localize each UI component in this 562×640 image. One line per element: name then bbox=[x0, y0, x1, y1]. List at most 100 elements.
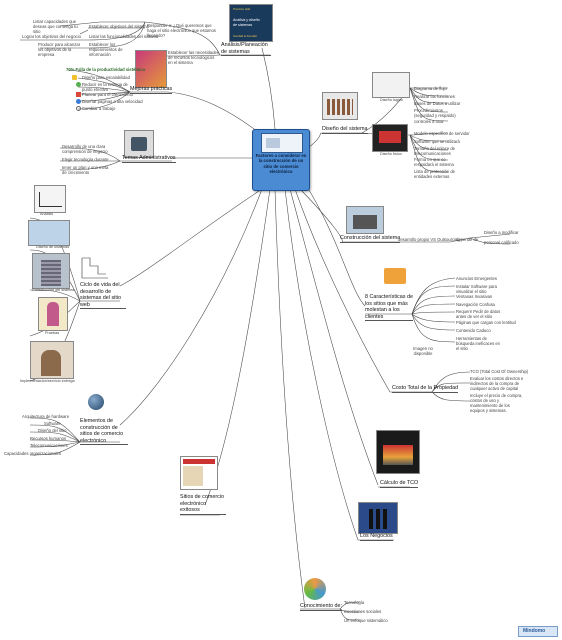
qualified-staff[interactable]: personal calificado bbox=[484, 240, 519, 245]
building-shape bbox=[41, 260, 61, 286]
invasive-windows[interactable]: Ventanas Invasivas bbox=[456, 294, 493, 299]
physical-design-image bbox=[372, 124, 408, 152]
software-used[interactable]: Software que se utilizará bbox=[414, 139, 460, 144]
company-objectives[interactable]: Producir para alcanzar los objetivos de … bbox=[38, 42, 81, 57]
choose-technology[interactable]: Elegir tecnología durante bbox=[62, 157, 109, 162]
databases[interactable]: Bases de Datos a utilizar bbox=[414, 101, 461, 106]
physical-screen bbox=[379, 131, 401, 143]
evaluate-costs[interactable]: Evaluar los costos directos e indirectos… bbox=[470, 376, 524, 391]
popup-ads[interactable]: Anuncios Emergentes bbox=[456, 276, 497, 281]
systematic-approach[interactable]: Un enfoque sistemático bbox=[344, 618, 388, 623]
analysis-book-image: Prentice Hall Análisis y diseño de siste… bbox=[229, 4, 273, 42]
plan-growth[interactable]: Planear para el crecimiento bbox=[82, 92, 133, 97]
install-software[interactable]: Instalar Software para visualizar el sit… bbox=[456, 284, 497, 294]
analysis-chart bbox=[39, 192, 62, 207]
implementation-figure bbox=[41, 350, 61, 376]
annoying-features-node[interactable]: 8 Características de los sitios que más … bbox=[365, 294, 413, 321]
site-header bbox=[183, 459, 215, 464]
telecom-link[interactable]: Tamaño del enlace de telecomunicaciones bbox=[414, 146, 455, 156]
system-construction-node[interactable]: Construcción del sistema bbox=[340, 235, 401, 243]
design-to-modify[interactable]: Diseño a modificar bbox=[484, 230, 519, 235]
implementation-phase-image bbox=[30, 341, 74, 379]
envelope-image bbox=[382, 262, 410, 288]
high-speed-pages[interactable]: Diseñar páginas a alta velocidad bbox=[82, 99, 143, 104]
flow-diagram[interactable]: Diagrama de flujo bbox=[414, 86, 447, 91]
successful-sites-node[interactable]: Sitios de comercio electrónico exitosos bbox=[180, 494, 226, 515]
elements-node[interactable]: Elementos de construcción de sitios de c… bbox=[80, 418, 128, 445]
system-functions[interactable]: Listar las funcionalidades del sistema bbox=[89, 34, 159, 39]
depends-on[interactable]: depende de bbox=[456, 237, 479, 242]
lifecycle-diagram bbox=[81, 257, 108, 279]
human-resources[interactable]: Recursos humanos bbox=[30, 436, 67, 441]
globe-icon bbox=[88, 394, 104, 410]
business-node[interactable]: Los Negocios bbox=[360, 533, 393, 541]
technology[interactable]: Tecnología bbox=[344, 600, 365, 605]
check-icon bbox=[72, 75, 77, 80]
outsourcing[interactable]: desarrollo propio VS Outsourcing bbox=[398, 237, 460, 242]
design-phase-caption: Diseño de sistemas bbox=[36, 245, 70, 249]
system-design-node[interactable]: Diseño del sistema bbox=[322, 126, 368, 134]
slow-pages[interactable]: Páginas que cargan con lentitud bbox=[456, 320, 516, 325]
hardware-architecture[interactable]: Arquitectura de hardware bbox=[22, 414, 70, 419]
search-tools[interactable]: Herramientas de búsqueda ineficaces en e… bbox=[456, 336, 501, 351]
book-title-line2: de sistemas bbox=[233, 23, 253, 27]
system-objectives[interactable]: Establecer objetivos del sistema bbox=[89, 24, 149, 29]
image-missing: Imagen no disponible bbox=[413, 346, 433, 356]
productivity-failure[interactable]: 70% Falla de la productividad sistémica bbox=[66, 67, 145, 72]
testing-phase-caption: Pruebas bbox=[45, 331, 60, 335]
social-issues[interactable]: Cuestiones sociales bbox=[344, 609, 382, 614]
backup-system[interactable]: Forma en que se respaldará el sistema bbox=[414, 157, 454, 167]
site-design[interactable]: Diseño del sitio bbox=[38, 428, 67, 433]
list-capabilities[interactable]: Listar capacidades que deseas que conten… bbox=[33, 19, 78, 34]
construction-phase-caption: Construcción del sistema bbox=[32, 288, 75, 292]
information-requirements[interactable]: Establecer los requerimientos de informa… bbox=[89, 42, 123, 57]
logic-design-caption: Diseño lógico bbox=[380, 98, 403, 102]
star-icon bbox=[76, 82, 81, 87]
purchase-price[interactable]: Incluye el precio de compra, costos de u… bbox=[470, 393, 523, 413]
telecommunications[interactable]: Telecomunicaciones bbox=[30, 443, 68, 448]
organizational-capabilities[interactable]: Capacidades organizacionales bbox=[4, 451, 62, 456]
software[interactable]: Software bbox=[44, 421, 61, 426]
perform-functions[interactable]: Realizar las funciones bbox=[414, 94, 455, 99]
controls[interactable]: controles a usar bbox=[414, 119, 444, 124]
change-work[interactable]: Cambiar a trabajo bbox=[82, 106, 116, 111]
clock-icon bbox=[76, 106, 81, 111]
request-data[interactable]: Requerir Pedir de datos antes de ver el … bbox=[456, 309, 501, 319]
tester-figure bbox=[47, 302, 59, 326]
design-scalability[interactable]: Diseño para escalabilidad bbox=[82, 75, 130, 80]
construction-phase-image bbox=[32, 253, 70, 289]
business-goals[interactable]: Lograr los objetivos del negocio bbox=[22, 34, 81, 39]
server-model[interactable]: Modelo específico de servidor bbox=[414, 131, 470, 136]
growth-plan[interactable]: tener un plan y una meta de crecimiento bbox=[62, 165, 109, 175]
admin-topics-node[interactable]: Temas Administrativos bbox=[122, 155, 176, 163]
mindomo-badge[interactable]: Mindomo bbox=[518, 626, 558, 637]
arrow-icon bbox=[76, 99, 81, 104]
central-topic[interactable]: Factores a considerar en la construcción… bbox=[252, 129, 310, 191]
flag-icon bbox=[76, 92, 81, 97]
construction-image bbox=[346, 206, 384, 234]
analysis-question[interactable]: Responder a: ¿Qué queremos que haga el s… bbox=[147, 23, 216, 38]
confusing-navigation[interactable]: Navegación Confusa bbox=[456, 302, 495, 307]
lifecycle-node[interactable]: Ciclo de vida del desarrollo de sistemas… bbox=[80, 282, 126, 309]
book-author: Kendall & Kendall bbox=[233, 34, 257, 38]
outdated-content[interactable]: Contenido Caduco bbox=[456, 328, 491, 333]
tco-calculation-node[interactable]: Cálculo de TCO bbox=[380, 480, 419, 488]
knowledge-node[interactable]: Conocimiento de: bbox=[300, 603, 342, 611]
book-title-line1: Análisis y diseño bbox=[233, 18, 260, 22]
gears-icon bbox=[304, 578, 326, 600]
tco-definition[interactable]: TCO (Total Cost Of Ownership) bbox=[470, 369, 529, 374]
external-protection[interactable]: Lista de protección de entidades externa… bbox=[414, 169, 455, 179]
central-topic-text: Factores a considerar en la construcción… bbox=[255, 153, 307, 175]
business-understanding[interactable]: Desarrollo de una clara comprensión de n… bbox=[62, 144, 108, 154]
admin-image bbox=[124, 130, 154, 158]
analysis-planning-node[interactable]: Análisis/Planeación de sistemas bbox=[221, 42, 271, 56]
analysis-phase-caption: Análisis bbox=[40, 212, 54, 216]
tco-image bbox=[376, 430, 420, 474]
design-phase-image bbox=[28, 220, 70, 246]
total-cost-node[interactable]: Costo Total de la Propiedad bbox=[392, 385, 459, 393]
globe-image bbox=[84, 392, 110, 414]
effective-delivery[interactable]: Reducir en la entrega de punto efectivo bbox=[82, 82, 128, 92]
technology-requirements[interactable]: Establecer las necesidades de recursos t… bbox=[168, 50, 219, 65]
procedures[interactable]: Procedimientos (seguridad y respaldo) bbox=[414, 108, 456, 118]
best-practices-node[interactable]: Mejoras prácticas bbox=[130, 86, 173, 94]
